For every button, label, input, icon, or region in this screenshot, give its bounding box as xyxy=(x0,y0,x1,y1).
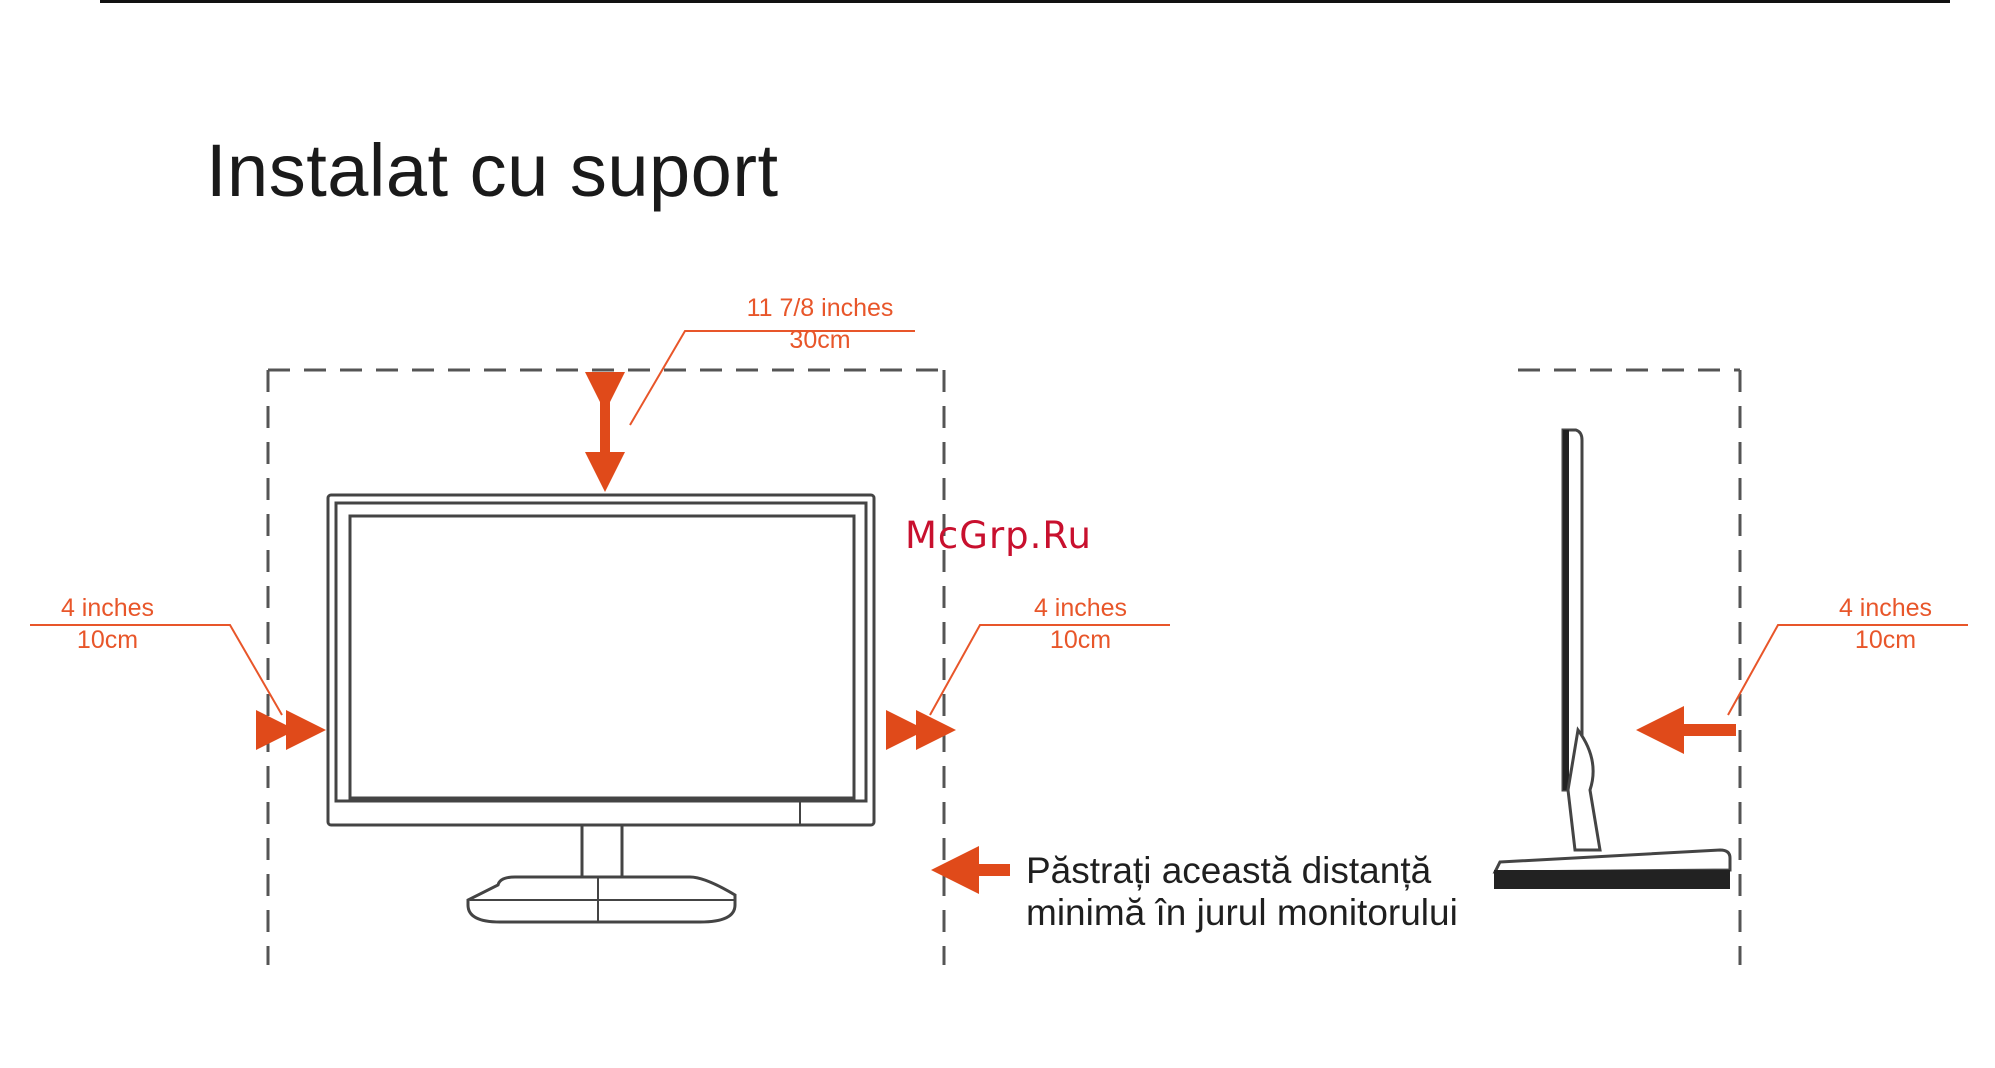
monitor-front-icon xyxy=(328,495,874,922)
top-clearance-label: 11 7/8 inches 30cm xyxy=(705,292,935,356)
clearance-note-line2: minimă în jurul monitorului xyxy=(1026,892,1458,934)
right-clearance-label: 4 inches 10cm xyxy=(1003,592,1158,656)
top-clearance-cm: 30cm xyxy=(705,324,935,356)
rear-clearance-inches: 4 inches xyxy=(1808,592,1963,624)
rear-clearance-label: 4 inches 10cm xyxy=(1808,592,1963,656)
top-clearance-inches: 11 7/8 inches xyxy=(705,292,935,324)
clearance-note-line1: Păstrați această distanță xyxy=(1026,850,1458,892)
clearance-note: Păstrați această distanță minimă în juru… xyxy=(1026,850,1458,934)
watermark: McGrp.Ru xyxy=(905,514,1092,557)
rear-clearance-cm: 10cm xyxy=(1808,624,1963,656)
right-clearance-inches: 4 inches xyxy=(1003,592,1158,624)
monitor-side-icon xyxy=(1494,430,1730,889)
left-clearance-inches: 4 inches xyxy=(30,592,185,624)
right-clearance-cm: 10cm xyxy=(1003,624,1158,656)
left-clearance-label: 4 inches 10cm xyxy=(30,592,185,656)
left-clearance-cm: 10cm xyxy=(30,624,185,656)
